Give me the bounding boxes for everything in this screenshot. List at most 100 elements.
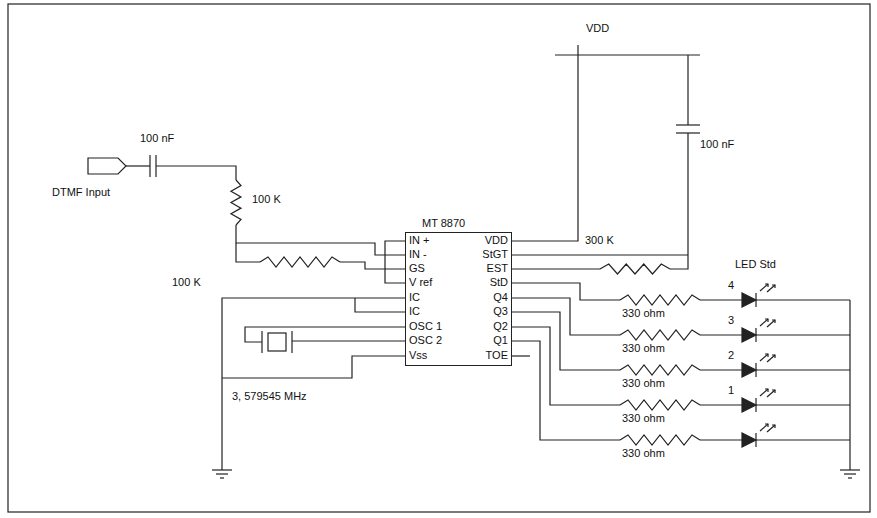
capacitor-symbol	[149, 155, 150, 177]
wire	[385, 241, 405, 283]
pin-name: V ref	[409, 276, 432, 289]
resistor-value: 330 ohm	[622, 412, 665, 425]
wire	[756, 439, 850, 440]
led-ray	[772, 320, 775, 323]
led-ray	[772, 425, 775, 428]
input-connector	[88, 158, 126, 174]
pin-name: Q1	[493, 334, 508, 347]
resistor-symbol	[620, 435, 700, 445]
wire	[512, 341, 620, 440]
led-ray	[767, 285, 775, 292]
pin-name: IN -	[409, 248, 427, 261]
led-label: LED Std	[735, 258, 776, 271]
led-symbol	[742, 398, 756, 412]
wire	[700, 439, 742, 440]
ground-symbol	[216, 473, 228, 474]
ground-symbol	[848, 477, 852, 478]
crystal-value: 3, 579545 MHz	[232, 390, 307, 403]
wire	[756, 299, 850, 300]
led-ray	[760, 284, 768, 291]
resistor-symbol	[620, 330, 700, 340]
wire	[236, 225, 405, 255]
resistor-value: 330 ohm	[622, 447, 665, 460]
wire	[512, 45, 578, 241]
crystal-symbol	[261, 331, 262, 353]
led-ray	[772, 285, 775, 288]
pin-name: Q3	[493, 305, 508, 318]
wire	[222, 356, 405, 378]
led-ray	[767, 320, 775, 327]
pin-name: TOE	[486, 349, 508, 362]
wire	[512, 268, 600, 269]
resistor-value: 330 ohm	[622, 307, 665, 320]
pin-name: IC	[409, 291, 420, 304]
wire	[756, 404, 850, 405]
wire	[700, 299, 742, 300]
supply-rail	[555, 54, 700, 55]
resistor-value: 330 ohm	[622, 377, 665, 390]
led-ray	[760, 389, 768, 396]
wire	[245, 327, 405, 342]
led-symbol	[742, 433, 756, 447]
supply-label: VDD	[586, 22, 609, 35]
led-symbol	[742, 293, 756, 307]
pin-name: GS	[409, 262, 425, 275]
resistor-symbol	[620, 295, 700, 305]
resistor-value: 100 K	[172, 276, 201, 289]
frame	[8, 4, 870, 512]
callout-number: 3	[728, 314, 734, 327]
pin-name: VDD	[485, 234, 508, 247]
crystal-symbol	[268, 333, 286, 351]
chip-name: MT 8870	[422, 217, 465, 230]
pin-name: OSC 2	[409, 334, 442, 347]
capacitor-value: 100 nF	[140, 132, 174, 145]
wire	[512, 254, 688, 255]
led-ray	[765, 319, 768, 322]
wire	[355, 298, 405, 312]
pin-name: IC	[409, 305, 420, 318]
wire	[849, 300, 850, 470]
led-ray	[765, 424, 768, 427]
wire	[512, 298, 620, 335]
led-ray	[765, 389, 768, 392]
resistor-symbol	[231, 180, 241, 225]
led-ray	[772, 355, 775, 358]
wire	[126, 165, 150, 166]
led-ray	[767, 390, 775, 397]
pin-name: OSC 1	[409, 320, 442, 333]
pin-name: IN +	[409, 234, 429, 247]
led-symbol	[742, 328, 756, 342]
callout-number: 4	[728, 279, 734, 292]
led-symbol	[742, 363, 756, 377]
resistor-symbol	[260, 257, 340, 267]
crystal-symbol	[291, 331, 292, 353]
wire	[687, 55, 688, 125]
ground-symbol	[220, 477, 224, 478]
pin-name: StD	[490, 276, 508, 289]
wire	[512, 355, 530, 356]
resistor-symbol	[600, 264, 670, 274]
led-ray	[760, 319, 768, 326]
led-ray	[760, 354, 768, 361]
wire	[340, 262, 405, 269]
resistor-value: 300 K	[585, 234, 614, 247]
wire	[700, 334, 742, 335]
wire	[700, 369, 742, 370]
callout-number: 2	[728, 349, 734, 362]
led-ray	[765, 284, 768, 287]
wire	[156, 166, 236, 180]
capacitor-value: 100 nF	[700, 138, 734, 151]
wire	[700, 404, 742, 405]
pin-name: Vss	[409, 349, 427, 362]
wire	[292, 340, 405, 341]
connector-label: DTMF Input	[52, 186, 110, 199]
wire	[756, 369, 850, 370]
callout-number: 1	[728, 384, 734, 397]
wire	[670, 133, 688, 269]
led-ray	[767, 425, 775, 432]
pin-name: StGT	[482, 248, 508, 261]
led-ray	[772, 390, 775, 393]
led-ray	[767, 355, 775, 362]
resistor-symbol	[620, 400, 700, 410]
pin-name: Q4	[493, 291, 508, 304]
